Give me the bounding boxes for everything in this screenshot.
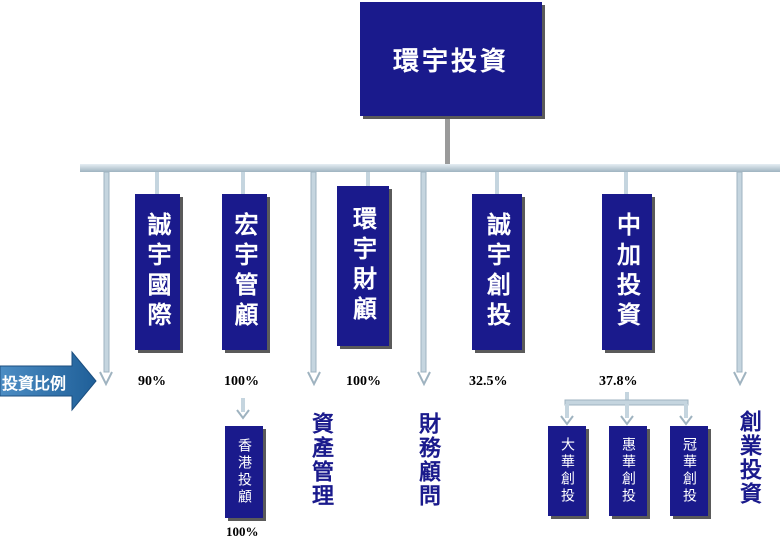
percent-hk-advisory: 100% [226,524,259,539]
child-label: 冠華創投 [681,437,697,505]
subsidiary-label: 宏宇管顧 [230,212,259,332]
hk-advisory-label: 香港投顧 [236,438,252,506]
subsidiary-box-zhongjia: 中加投資 [602,194,652,350]
subsidiary-box-huanyu-finance: 環宇財顧 [337,186,389,346]
category-financial-advisory: 財務顧問 [415,412,441,508]
percent-zhongjia: 37.8% [599,374,638,389]
subsidiary-label: 誠宇創投 [482,212,512,332]
percent-hongyu-mgmt: 100% [224,374,259,389]
subsidiary-box-chengyu-intl: 誠宇國際 [135,194,180,350]
subsidiary-label: 環宇財顧 [348,206,378,326]
category-venture-capital: 創業投資 [736,410,762,506]
subsidiary-box-chengyu-vc: 誠宇創投 [472,194,522,350]
root-node-label: 環宇投資 [392,46,509,77]
child-label: 大華創投 [559,437,575,505]
child-label: 惠華創投 [620,437,636,505]
percent-chengyu-intl: 90% [138,374,166,389]
root-node-box: 環宇投資 [360,2,542,116]
category-asset-management: 資產管理 [308,412,334,508]
percent-huanyu-finance: 100% [346,374,381,389]
child-box-dahua-vc: 大華創投 [548,426,586,516]
child-box-huihua-vc: 惠華創投 [609,426,647,516]
subsidiary-box-hongyu-mgmt: 宏宇管顧 [222,194,267,350]
child-box-guanhua-vc: 冠華創投 [670,426,708,516]
hk-advisory-box: 香港投顧 [225,426,263,518]
subsidiary-label: 誠宇國際 [143,212,172,332]
investment-ratio-label: 投資比例 [2,374,67,393]
percent-chengyu-vc: 32.5% [469,374,508,389]
subsidiary-label: 中加投資 [612,212,642,332]
